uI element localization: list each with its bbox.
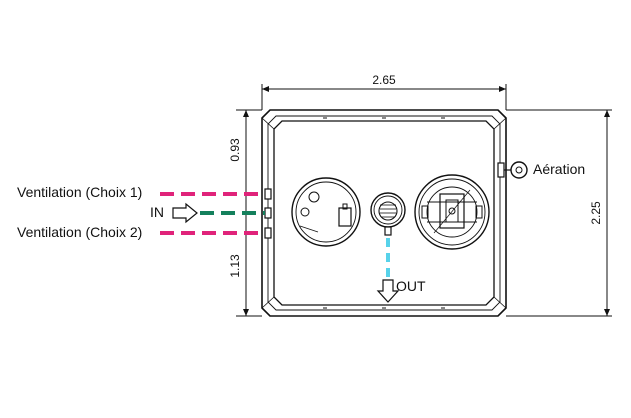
bottom-segment-label: 1.13 — [228, 254, 242, 278]
left-arrow-bottom — [243, 309, 249, 316]
height-arrow-bottom — [604, 309, 610, 316]
filter-brace — [433, 189, 471, 234]
left-opening-port — [308, 191, 320, 203]
left-access-opening — [291, 177, 361, 247]
filter-cartridge — [439, 193, 465, 229]
filter-clip-right — [475, 205, 483, 219]
tank-body — [261, 109, 507, 317]
inlet-label: IN — [150, 204, 164, 220]
corner-bevel-tl — [261, 117, 275, 130]
tank-outer-wall — [261, 109, 507, 317]
vent-cap-center — [515, 166, 523, 174]
inlet-nozzles — [264, 188, 272, 239]
vent-cap-icon — [510, 161, 528, 179]
corner-bevel-bl — [261, 296, 275, 309]
height-dimension — [506, 109, 612, 317]
nozzle-middle — [264, 207, 272, 219]
filter-ring — [426, 186, 478, 238]
ventilation-choice-1-label: Ventilation (Choix 1) — [17, 184, 142, 200]
left-opening-baffle — [299, 225, 319, 233]
left-opening-inner — [295, 181, 357, 243]
ventilation-choice-2-label: Ventilation (Choix 2) — [17, 224, 142, 240]
nozzle-top — [264, 188, 272, 200]
pump-chamber-outer — [370, 192, 406, 228]
top-segment-label: 0.93 — [228, 138, 242, 162]
left-arrow-top — [243, 110, 249, 117]
pump-outlet-fitting — [384, 226, 392, 236]
right-opening-outer — [414, 174, 490, 250]
left-opening-fitting-cap — [342, 203, 348, 210]
filter-clip-left — [421, 205, 429, 219]
arrow-down-outline-icon — [376, 279, 400, 303]
corner-bevel-tr — [493, 117, 507, 130]
left-opening-fitting — [338, 207, 352, 227]
pump-chamber-inner — [373, 195, 403, 225]
height-dimension-label: 2.25 — [589, 201, 603, 225]
pump-icon — [378, 201, 398, 221]
tank-inner-wall — [267, 115, 501, 311]
tank-rim — [273, 120, 495, 306]
left-opening-pin — [300, 207, 310, 217]
outlet-label: OUT — [396, 278, 426, 294]
left-opening-outer — [291, 177, 361, 247]
aeration-port — [497, 162, 505, 178]
aeration-valve — [497, 161, 528, 179]
width-dimension-label: 2.65 — [372, 73, 396, 87]
arrow-right-outline-icon — [172, 202, 198, 224]
filter-center — [448, 207, 456, 215]
right-opening-inner — [418, 178, 486, 246]
width-arrow-right — [499, 86, 506, 92]
width-dimension — [261, 84, 507, 110]
corner-bevel-br — [493, 296, 507, 309]
width-arrow-left — [262, 86, 269, 92]
height-arrow-top — [604, 110, 610, 117]
right-access-opening — [414, 174, 490, 250]
nozzle-bottom — [264, 227, 272, 239]
pump-chamber — [370, 192, 406, 236]
aeration-label: Aération — [533, 161, 585, 177]
